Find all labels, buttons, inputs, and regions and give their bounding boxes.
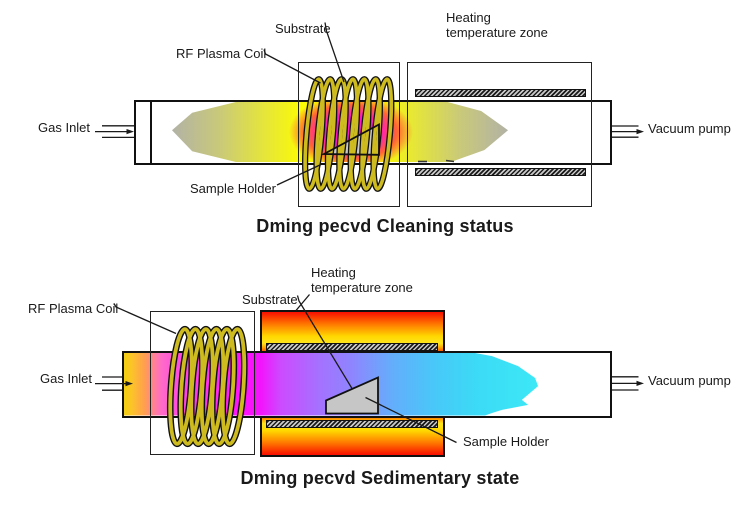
heating-zone-leader-bottom xyxy=(295,294,310,311)
gas-inlet-label-bottom: Gas Inlet xyxy=(40,371,93,386)
tube-inlet-divider-top xyxy=(150,102,152,163)
gas-inlet-arrowhead-top xyxy=(126,129,134,135)
sample-holder-label-bottom: Sample Holder xyxy=(463,434,549,449)
caption-bottom: Dming pecvd Sedimentary state xyxy=(240,468,520,488)
substrate-label-top: Substrate xyxy=(275,21,331,36)
caption-top: Dming pecvd Cleaning status xyxy=(256,216,514,236)
heater-element-top-upper xyxy=(415,89,586,97)
heater-element-top-lower xyxy=(415,168,586,176)
vacuum-pump-arrows-bottom xyxy=(612,376,644,391)
heater-element-bottom-lower xyxy=(266,420,438,428)
vacuum-pump-label-bottom: Vacuum pump xyxy=(648,373,731,388)
heating-zone-label-top: Heating temperature zone xyxy=(446,10,548,40)
vacuum-pump-arrowhead-top xyxy=(636,129,644,135)
rf-coil-box-bottom xyxy=(150,311,255,455)
gas-inlet-label-top: Gas Inlet xyxy=(38,120,91,135)
gas-inlet-arrows-top xyxy=(95,125,134,139)
vacuum-pump-label-top: Vacuum pump xyxy=(648,121,731,136)
rf-coil-box-top xyxy=(298,62,400,207)
rf-plasma-coil-label-top: RF Plasma Coil xyxy=(176,46,267,61)
sample-holder-label-top: Sample Holder xyxy=(190,181,276,196)
vacuum-pump-arrowhead-bottom xyxy=(636,380,644,386)
substrate-label-bottom: Substrate xyxy=(242,292,298,307)
heating-zone-box-top xyxy=(407,62,592,207)
heater-element-bottom-upper xyxy=(266,343,438,351)
heating-zone-label-bottom: Heating temperature zone xyxy=(311,265,413,295)
vacuum-pump-arrows-top xyxy=(612,125,644,138)
rf-plasma-coil-label-bottom: RF Plasma Coil xyxy=(28,301,119,316)
